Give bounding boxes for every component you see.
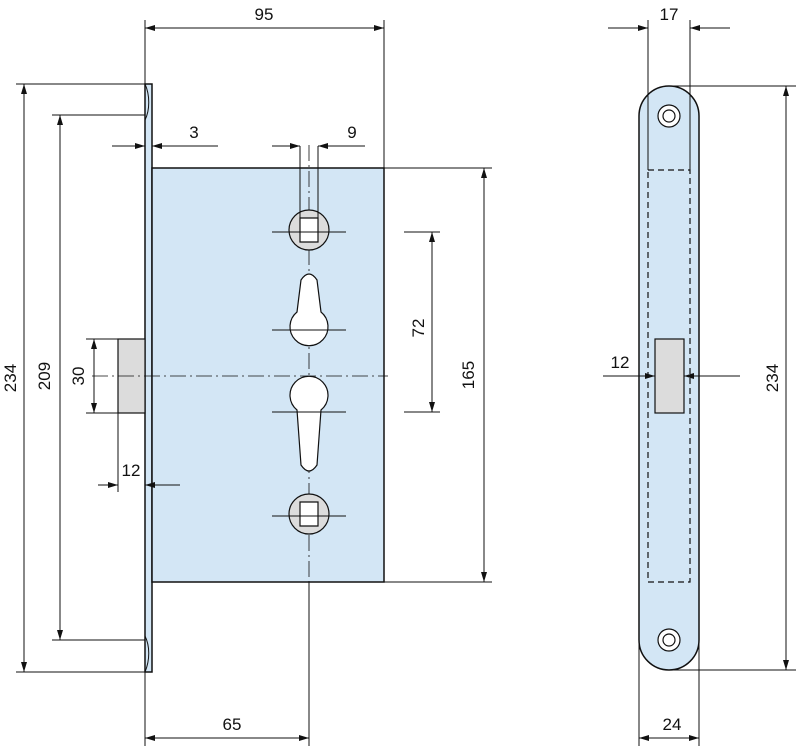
upper-keyhole bbox=[272, 273, 346, 347]
lower-keyhole bbox=[272, 375, 346, 472]
dim-234-side: 234 bbox=[1, 364, 20, 392]
dim-165: 165 bbox=[459, 361, 478, 389]
dim-12-front: 12 bbox=[611, 353, 630, 372]
dim-65: 65 bbox=[223, 715, 242, 734]
dim-30: 30 bbox=[69, 367, 88, 386]
dim-3: 3 bbox=[189, 123, 198, 142]
latch-bolt-front bbox=[654, 338, 685, 414]
dim-17: 17 bbox=[660, 5, 679, 24]
dim-72: 72 bbox=[409, 319, 428, 338]
lock-case bbox=[151, 167, 385, 583]
top-fixing-hole bbox=[657, 104, 681, 128]
upper-follower bbox=[272, 209, 346, 251]
dim-95: 95 bbox=[255, 5, 274, 24]
dim-209: 209 bbox=[35, 362, 54, 390]
dim-12-side: 12 bbox=[122, 461, 141, 480]
faceplate-edge bbox=[144, 83, 153, 673]
bottom-fixing-hole bbox=[657, 628, 681, 652]
dim-234-front: 234 bbox=[763, 364, 782, 392]
front-view: 17 12 234 24 bbox=[603, 5, 796, 746]
side-view: 95 3 9 72 165 65 234 bbox=[1, 5, 492, 746]
dim-24: 24 bbox=[663, 715, 682, 734]
lower-follower bbox=[272, 493, 346, 535]
dim-9: 9 bbox=[347, 123, 356, 142]
